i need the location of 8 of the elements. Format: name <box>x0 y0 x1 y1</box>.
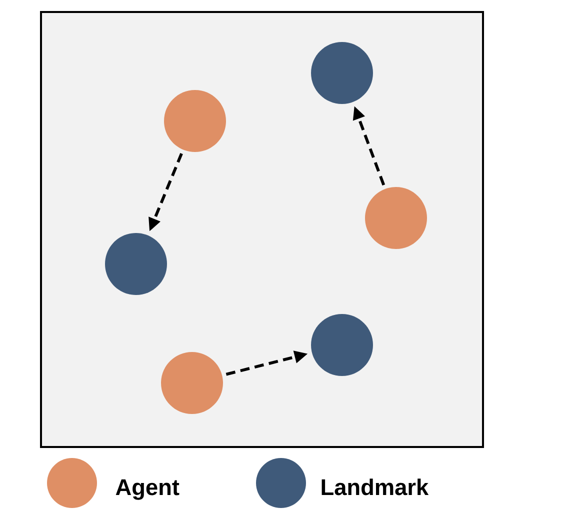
agent-circle <box>365 187 427 249</box>
landmark-circle <box>105 233 167 295</box>
legend-label: Agent <box>116 479 180 500</box>
landmark-circle <box>311 314 373 376</box>
legend-label: Landmark <box>322 478 429 496</box>
landmark-circle <box>311 42 373 104</box>
agent-circle <box>164 90 226 152</box>
agent-circle <box>161 352 223 414</box>
